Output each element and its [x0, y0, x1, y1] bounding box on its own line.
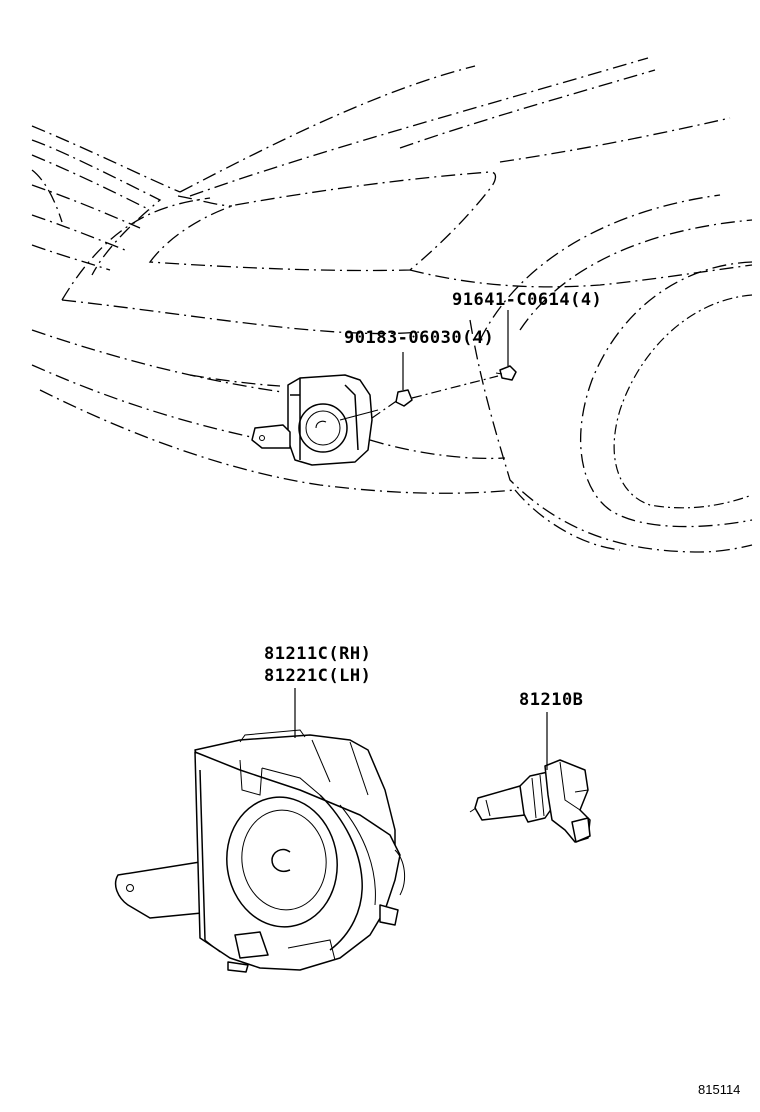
label-bulb-81210b: 81210B — [519, 690, 584, 710]
label-nut-90183-06030: 90183-06030(4) — [344, 328, 495, 348]
clip-icon — [495, 365, 517, 381]
car-front-outline — [31, 57, 753, 553]
diagram-code: 815114 — [698, 1082, 741, 1097]
bulb-81210b — [469, 759, 591, 843]
label-lamp-rh-81211c: 81211C(RH) — [264, 644, 372, 664]
nut-icon — [395, 389, 413, 407]
fog-lamp-assembly — [114, 729, 406, 973]
label-lamp-lh-81221c: 81221C(LH) — [264, 666, 372, 686]
fog-lamp-in-bumper — [251, 374, 379, 466]
label-clip-91641-c0614: 91641-C0614(4) — [452, 290, 603, 310]
